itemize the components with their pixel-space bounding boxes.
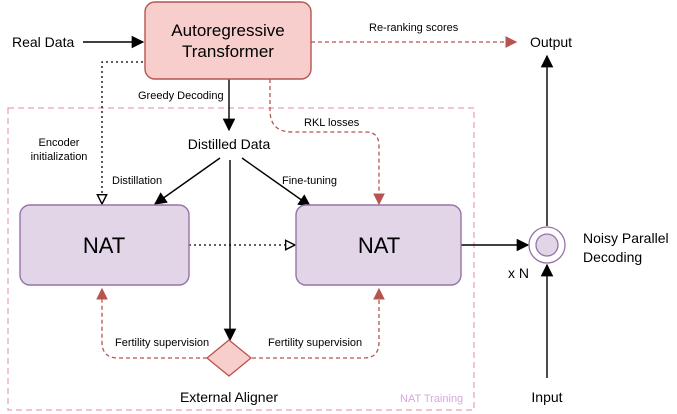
npd-label-line2: Decoding [583,249,642,265]
edge-encoder-init [102,61,143,204]
encoder-init-label-2: initialization [31,151,88,163]
encoder-init-label-1: Encoder [39,137,80,149]
edge-fertility-right [252,287,385,359]
autoregressive-transformer-box [144,1,312,80]
nat-right-label: NAT [358,233,400,258]
nat-training-region [7,107,475,411]
input-label: Input [531,389,562,405]
rkl-losses-label: RKL losses [304,117,360,129]
nat-left-label: NAT [83,233,125,258]
xn-label: x N [508,265,529,281]
edge-finetuning [241,157,312,207]
fertility-left-label: Fertility supervision [115,337,209,349]
external-aligner-diamond [205,339,253,377]
distilled-data-label: Distilled Data [188,136,271,152]
external-aligner-label: External Aligner [180,389,278,405]
ar-label-line1: Autoregressive [171,21,284,40]
nat-left-box [19,204,190,286]
greedy-decoding-label: Greedy Decoding [138,90,224,102]
npd-circle-inner [535,233,559,257]
edge-fertility-left [96,287,207,359]
nat-training-label: NAT Training [400,393,463,405]
reranking-label: Re-ranking scores [369,22,459,34]
edge-distillation [153,157,221,205]
finetuning-label: Fine-tuning [282,175,337,187]
ar-label-line2: Transformer [182,42,274,61]
npd-label-line1: Noisy Parallel [583,230,669,246]
nat-right-box [295,204,462,286]
distillation-label: Distillation [112,175,162,187]
edge-rkl-losses [269,79,385,206]
fertility-right-label: Fertility supervision [268,337,362,349]
output-label: Output [530,34,572,50]
real-data-label: Real Data [12,34,74,50]
